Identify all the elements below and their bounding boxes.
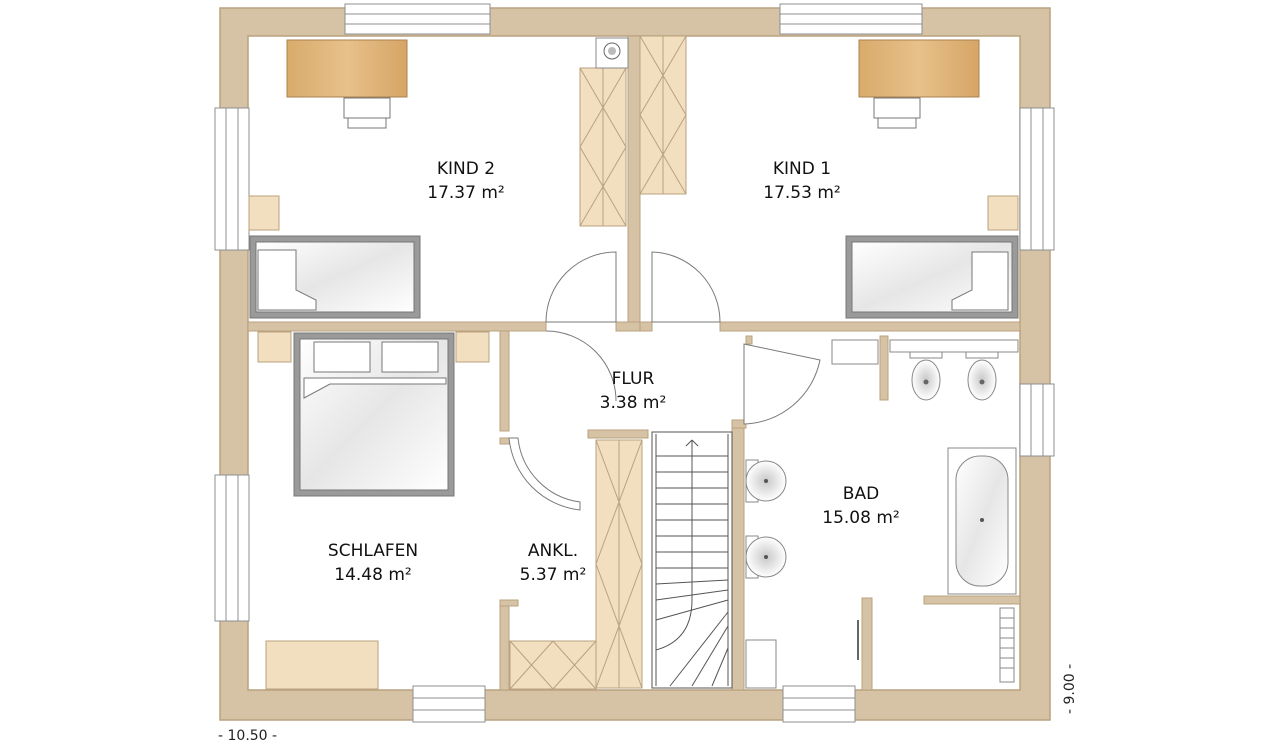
nightstand-kind2	[248, 195, 280, 231]
door-kind1	[651, 251, 721, 323]
nightstand-left	[257, 331, 292, 363]
room-name-schlafen: SCHLAFEN	[328, 541, 418, 561]
dimension-width: - 10.50 -	[218, 728, 277, 744]
room-name-flur: FLUR	[612, 369, 655, 389]
door-kind2	[545, 251, 617, 323]
room-area-kind2: 17.37 m²	[427, 183, 504, 203]
chair-kind2	[343, 97, 391, 129]
kind1-furniture	[639, 35, 1019, 319]
desk-kind1	[858, 39, 980, 98]
shelf-ankl	[509, 640, 597, 690]
sink-icon-2	[745, 535, 787, 579]
schlafen-furniture	[257, 331, 490, 690]
windows	[214, 3, 1055, 723]
door-flur-left	[545, 330, 617, 402]
bidet-icon	[965, 351, 999, 401]
dresser	[265, 640, 379, 690]
desk-kind2	[286, 39, 408, 98]
room-labels: KIND 2 17.37 m² KIND 1 17.53 m² FLUR 3.3…	[328, 159, 900, 585]
nightstand-right	[455, 331, 490, 363]
room-name-kind2: KIND 2	[437, 159, 495, 179]
sink-icon-1	[745, 459, 787, 503]
ankl-furniture	[509, 439, 643, 690]
room-area-bad: 15.08 m²	[822, 508, 899, 528]
door-bad	[743, 343, 821, 425]
doors	[508, 251, 821, 511]
door-schlafen	[508, 437, 581, 511]
nightstand-kind1	[987, 195, 1019, 231]
room-area-ankl: 5.37 m²	[520, 565, 587, 585]
room-name-ankl: ANKL.	[528, 541, 578, 561]
bathtub-icon	[947, 447, 1017, 595]
chair-kind1	[873, 97, 921, 129]
cabinet-bad	[831, 339, 879, 365]
room-area-flur: 3.38 m²	[600, 393, 667, 413]
room-area-kind1: 17.53 m²	[763, 183, 840, 203]
kind2-furniture	[248, 37, 629, 319]
shower-tray	[745, 639, 777, 689]
towel-radiator	[999, 607, 1015, 683]
room-name-bad: BAD	[843, 484, 879, 504]
room-area-schlafen: 14.48 m²	[334, 565, 411, 585]
room-name-kind1: KIND 1	[773, 159, 831, 179]
bad-fixtures	[745, 339, 1019, 689]
dimension-depth: - 9.00 -	[1062, 664, 1078, 714]
staircase	[651, 431, 733, 689]
toilet-icon	[909, 351, 943, 401]
